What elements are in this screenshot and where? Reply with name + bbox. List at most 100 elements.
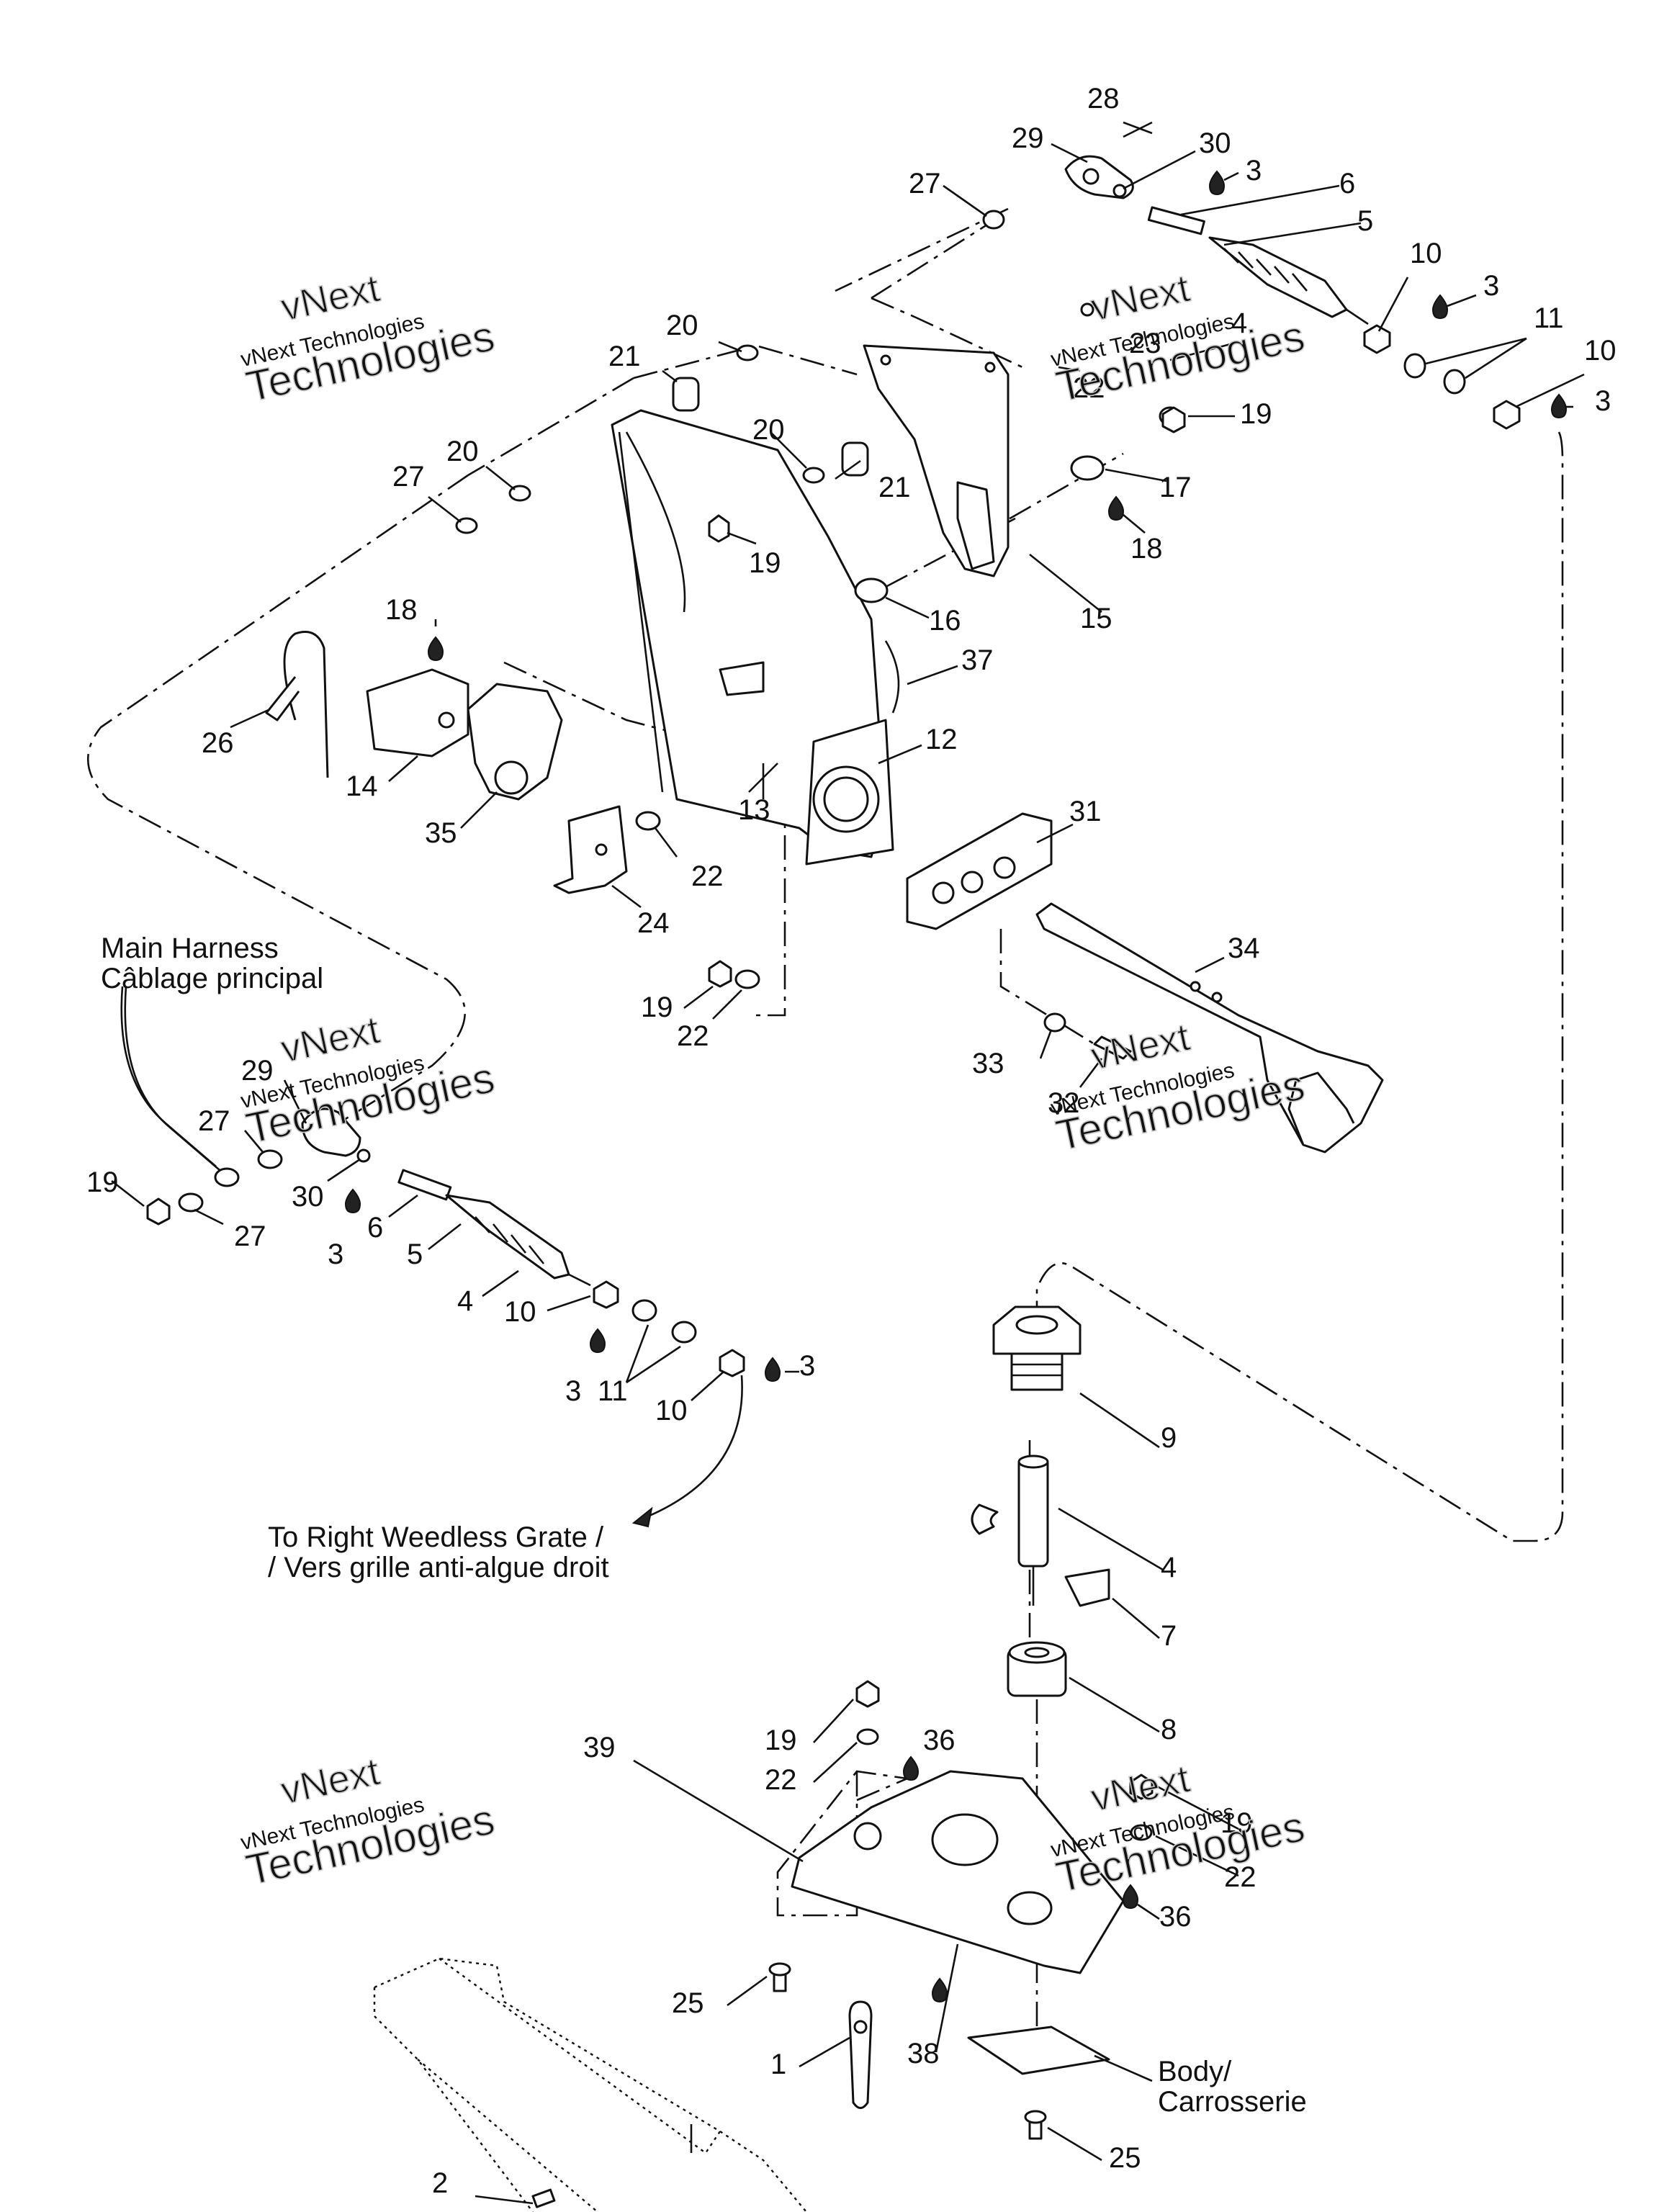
callout-label: 27	[198, 1105, 230, 1137]
callout-label: 21	[878, 472, 911, 503]
callout-label: 30	[1199, 127, 1231, 159]
callout-numbers: 28 29 30 3 6 27 5 10 3 4 11 10 3 23 22 2…	[86, 83, 1617, 2199]
upper-cable-assembly	[982, 121, 1521, 481]
main-harness-caption: Main Harness	[101, 932, 279, 964]
callout-label: 28	[1087, 83, 1120, 114]
callout-label: 24	[637, 907, 670, 939]
callout-label: 32	[1048, 1087, 1080, 1119]
drop-icon	[902, 1755, 920, 1781]
callout-label: 36	[923, 1725, 956, 1756]
callout-label: 19	[749, 547, 781, 579]
callout-label: 37	[961, 644, 994, 676]
drop-icon	[764, 1357, 781, 1382]
callout-label: 31	[1069, 796, 1102, 827]
callout-label: 17	[1159, 472, 1192, 503]
callout-label: 19	[1240, 398, 1272, 430]
drop-icon	[427, 636, 444, 662]
callout-label: 10	[1410, 238, 1442, 269]
body-caption: Carrosserie	[1158, 2086, 1307, 2118]
watermark-text: vNext	[277, 1008, 384, 1071]
callout-label: 12	[925, 724, 958, 755]
callout-label: 33	[972, 1048, 1004, 1079]
callout-label: 16	[929, 605, 961, 637]
callout-label: 19	[641, 992, 673, 1023]
pedal-group	[708, 812, 1384, 1154]
callout-label: 27	[392, 461, 425, 493]
watermark-text: vNext	[1087, 266, 1194, 329]
callout-label: 11	[598, 1375, 628, 1407]
weedless-grate-caption: To Right Weedless Grate /	[268, 1521, 604, 1553]
switch-group	[265, 631, 661, 894]
callout-label: 19	[765, 1725, 797, 1756]
callout-label: 3	[565, 1375, 581, 1407]
callout-label: 6	[367, 1212, 383, 1244]
callout-label: 22	[1073, 372, 1105, 404]
callout-label: 3	[799, 1350, 815, 1382]
callout-label: 35	[425, 817, 457, 849]
callout-label: 2	[432, 2167, 448, 2199]
drop-icon	[1550, 393, 1568, 419]
callout-label: 3	[1483, 270, 1499, 302]
drop-icon	[1431, 294, 1449, 320]
captions: Main Harness Câblage principal To Right …	[101, 932, 1307, 2118]
drop-icon	[1208, 170, 1226, 196]
callout-label: 34	[1228, 932, 1260, 964]
callout-label: 7	[1161, 1620, 1177, 1652]
callout-label: 22	[677, 1020, 709, 1052]
callout-label: 22	[765, 1764, 797, 1796]
watermark-text: vNext	[277, 1750, 384, 1812]
callout-label: 18	[385, 594, 418, 626]
callout-label: 3	[1246, 155, 1262, 186]
callout-label: 1	[770, 2049, 786, 2080]
callout-label: 11	[1534, 302, 1564, 334]
main-harness-caption: Câblage principal	[101, 963, 323, 994]
callout-label: 3	[328, 1238, 343, 1270]
callout-label: 23	[1129, 328, 1161, 359]
callout-label: 29	[241, 1055, 274, 1087]
main-bracket	[455, 344, 1010, 866]
callout-label: 36	[1159, 1901, 1192, 1933]
callout-label: 4	[1161, 1552, 1177, 1583]
callout-label: 10	[504, 1296, 536, 1328]
drop-icon	[344, 1188, 361, 1214]
callout-label: 5	[407, 1238, 423, 1270]
callout-label: 3	[1595, 385, 1611, 417]
callout-label: 20	[666, 310, 698, 341]
callout-label: 19	[86, 1166, 119, 1198]
callout-label: 39	[583, 1732, 616, 1763]
sealant-drop-icons	[344, 170, 1568, 2003]
callout-label: 20	[446, 436, 479, 467]
callout-label: 26	[202, 727, 234, 759]
callout-label: 30	[292, 1181, 324, 1213]
drop-icon	[931, 1977, 948, 2003]
callout-label: 38	[907, 2038, 940, 2069]
weedless-grate-caption: / Vers grille anti-algue droit	[268, 1552, 609, 1583]
watermark-text: vNext	[277, 266, 384, 329]
callout-label: 22	[1224, 1861, 1256, 1893]
bottom-mount-group	[373, 1680, 1154, 2212]
callout-label: 15	[1080, 603, 1112, 634]
callout-label: 13	[738, 794, 770, 826]
lower-cable-assembly	[120, 986, 745, 1528]
watermark-text: vNext	[1087, 1015, 1194, 1078]
callout-label: 27	[234, 1220, 266, 1252]
watermark-text: vNext	[1087, 1757, 1194, 1820]
callout-label: 10	[655, 1395, 688, 1426]
callout-label: 6	[1339, 168, 1355, 199]
callout-label: 25	[1109, 2142, 1141, 2174]
drop-icon	[589, 1328, 606, 1354]
grate-fitting-group	[971, 1305, 1110, 1697]
callout-label: 18	[1130, 533, 1163, 565]
callout-label: 20	[752, 414, 785, 446]
callout-label: 4	[457, 1285, 473, 1317]
callout-label: 29	[1012, 122, 1044, 154]
drop-icon	[1107, 495, 1125, 521]
callout-label: 22	[691, 860, 724, 892]
callout-label: 10	[1584, 335, 1617, 367]
drop-icon	[1122, 1884, 1139, 1910]
callout-label: 14	[346, 770, 378, 802]
callout-label: 27	[909, 168, 941, 199]
callout-label: 21	[608, 341, 641, 372]
callout-label: 8	[1161, 1714, 1177, 1745]
